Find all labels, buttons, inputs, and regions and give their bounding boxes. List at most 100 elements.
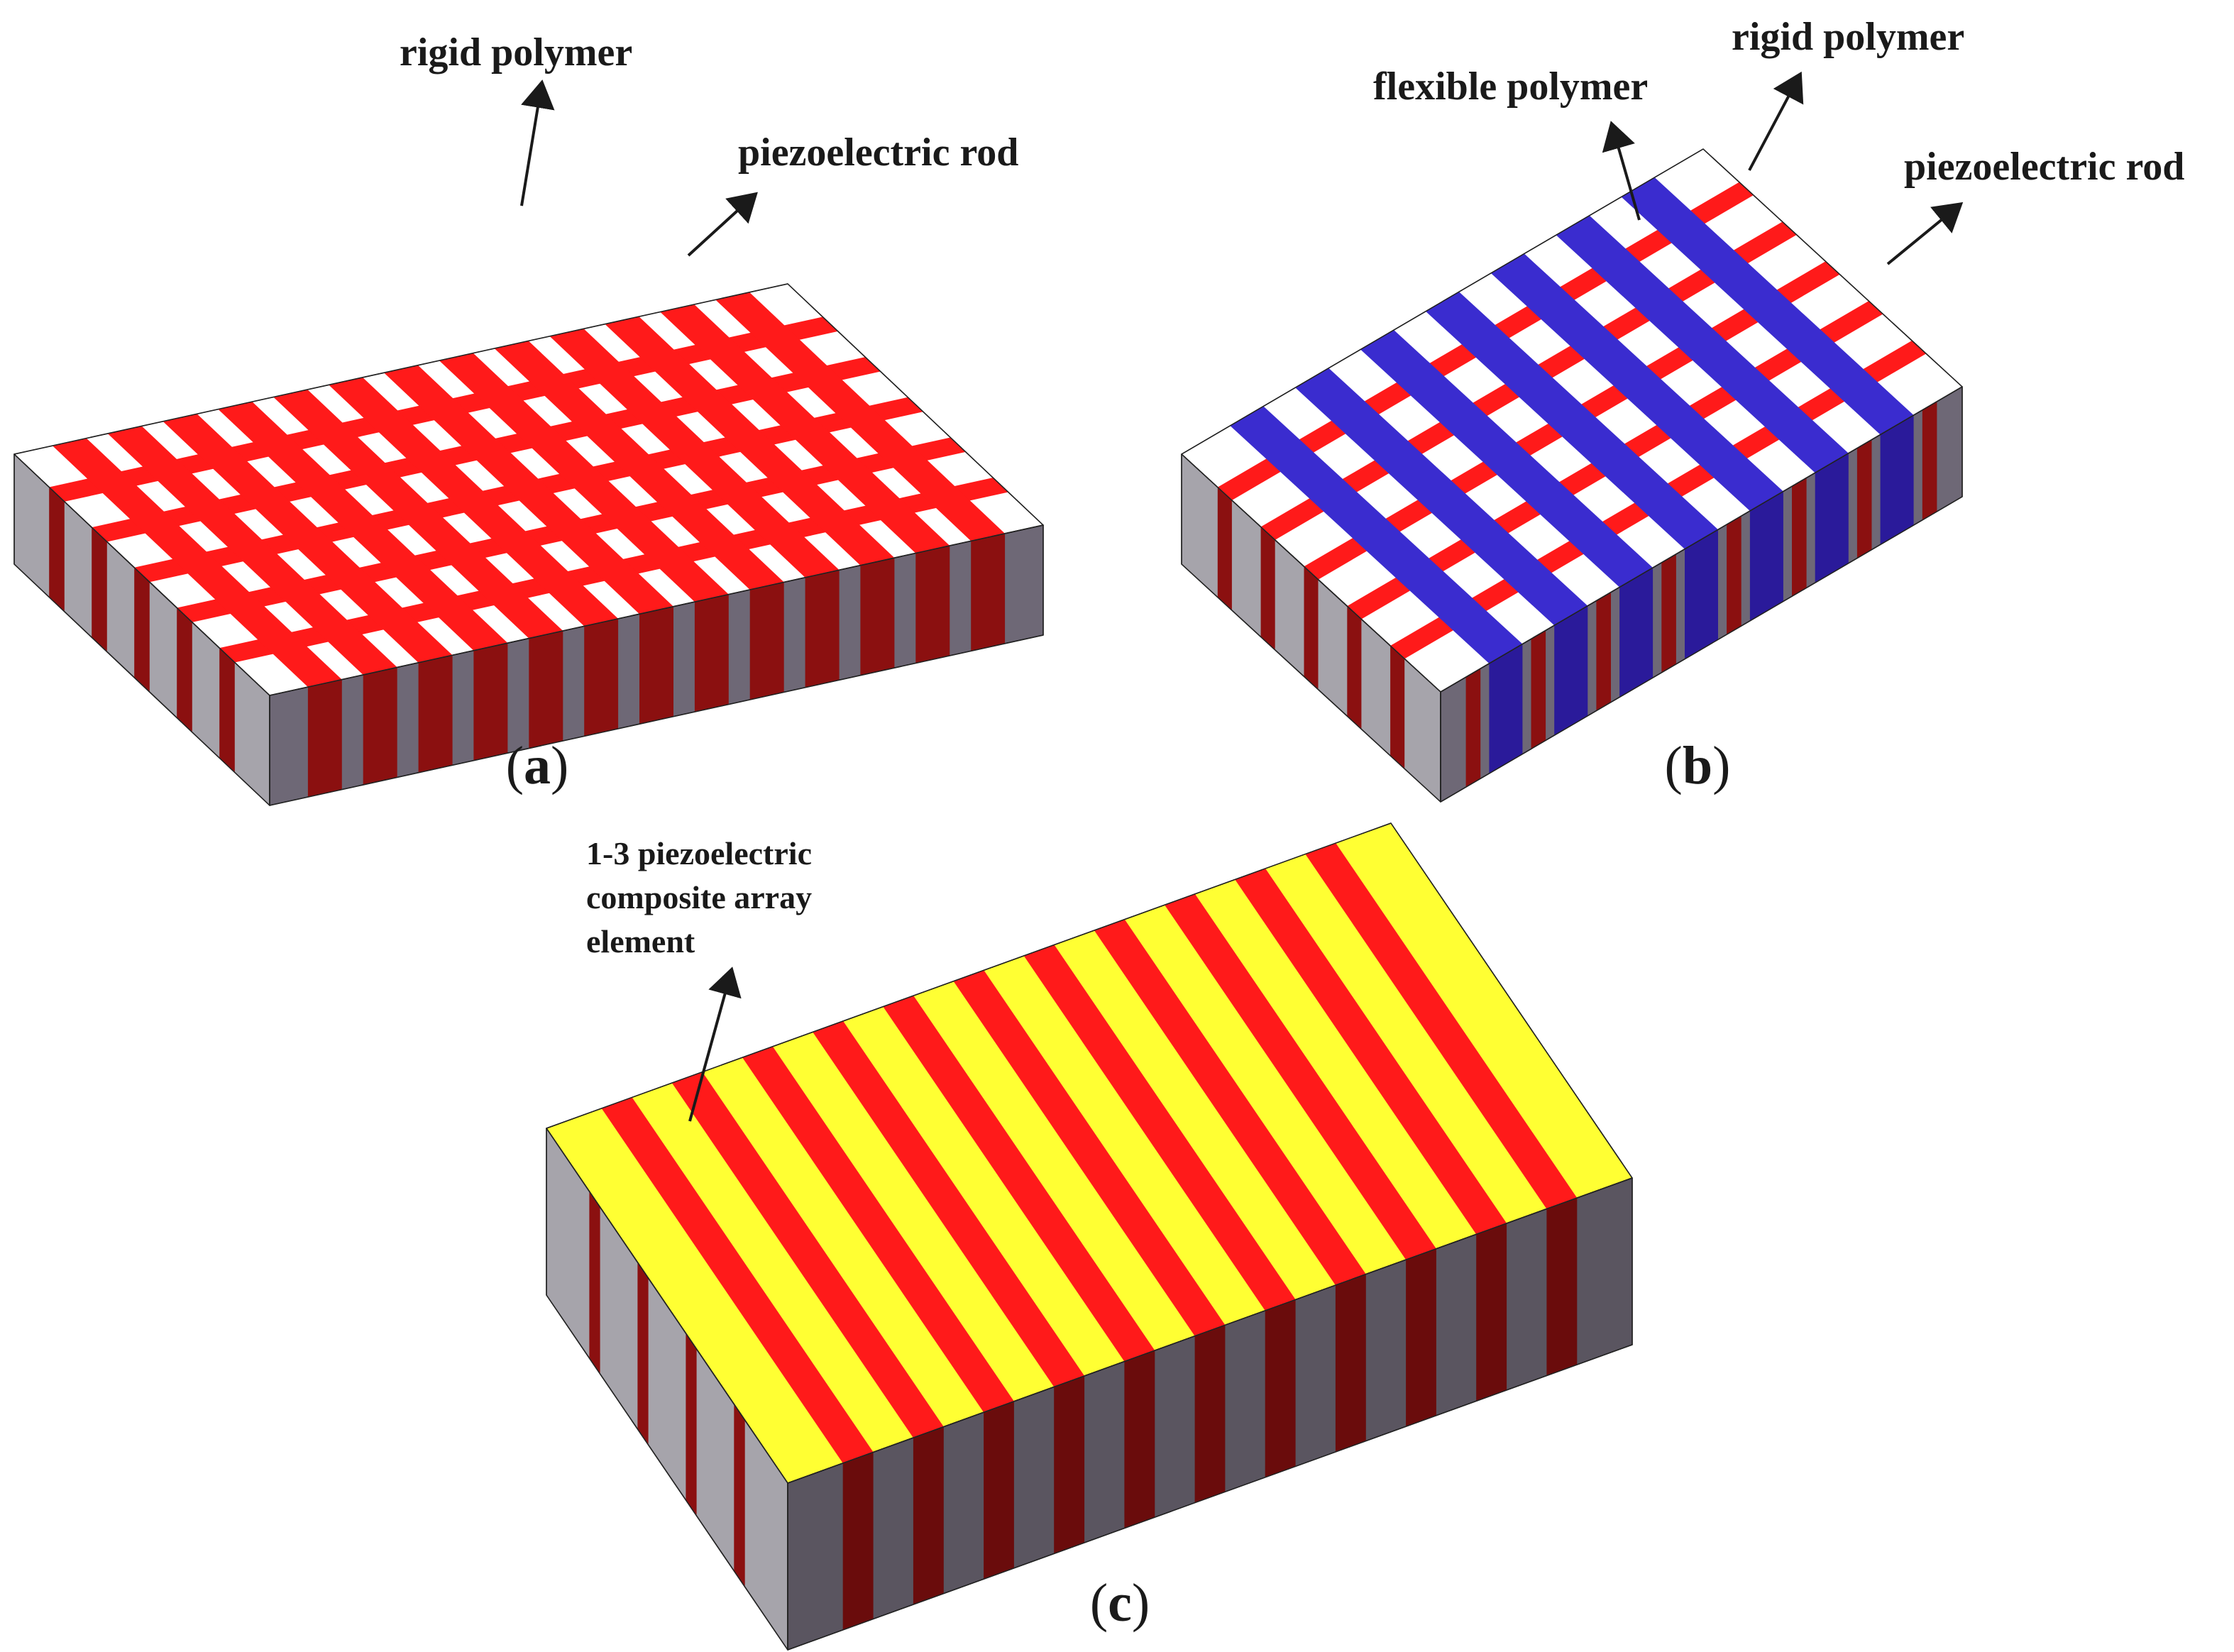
kerf-strip [1165,893,1436,1260]
kerf-strip [1023,945,1296,1311]
rigid-polymer-side-strip [805,570,840,688]
flexible-polymer-side-strip [1489,644,1523,773]
rigid-polymer-side-strip [1596,592,1611,711]
flexible-polymer-side-strip [1749,491,1783,621]
block-side-outline [1440,386,1963,803]
rigid-polymer-side-strip [584,618,619,737]
caption-b: (b) [1665,736,1731,795]
rigid-polymer-side-strip [1661,554,1676,673]
flexible-polymer-side-strip [1880,415,1914,545]
rigid-polymer-side-strip [1922,401,1937,520]
rigid-polymer-side-strip [734,1404,745,1587]
flexible-polymer-arrow [1602,121,1641,221]
rigid-polymer-side-strip [92,527,107,652]
rigid-polymer-side-strip [363,667,397,785]
kerf-side-strip [1265,1299,1296,1477]
piezoelectric-rod-label-b: piezoelectric rod [1904,145,2184,189]
kerf-strip [1305,843,1578,1209]
rigid-polymer-arrow [520,79,555,206]
rigid-polymer-side-strip [307,679,342,798]
rigid-polymer-side-strip [529,631,563,749]
flexible-polymer-strip [1295,368,1588,626]
piezoelectric-rod-arrow [687,192,758,257]
panel-c-diagram [546,822,1633,1651]
panel-b-diagram [1181,148,1963,803]
kerf-side-strip [913,1426,944,1605]
caption-a-letter: a [524,736,551,795]
rigid-polymer-side-strip [686,1333,697,1516]
kerf-side-strip [842,1452,874,1630]
flexible-polymer-side-strip [1815,453,1849,583]
rigid-polymer-strip [549,329,840,578]
rigid-polymer-strip [715,292,1006,541]
kerf-side-strip [1335,1274,1366,1453]
kerf-strip [953,970,1226,1336]
array-element-arrow [688,967,742,1122]
kerf-side-strip [1546,1198,1578,1376]
caption-a: (a) [506,736,569,795]
array-element-label-line3: element [586,923,695,959]
rigid-polymer-strip [273,390,563,639]
rigid-polymer-strip [52,438,342,688]
rigid-polymer-label-b: rigid polymer [1732,15,1964,59]
kerf-strip [601,1097,874,1463]
rigid-polymer-strip [660,304,950,554]
rigid-polymer-side-strip [694,594,729,712]
rigid-polymer-side-strip [1304,566,1319,690]
kerf-strip [1094,919,1366,1286]
rigid-polymer-side-strip [1260,527,1275,650]
flexible-polymer-side-strip [1619,568,1654,698]
rigid-polymer-strip [605,316,895,566]
flexible-polymer-strip [1556,215,1849,473]
rigid-polymer-strip [107,426,397,675]
flexible-polymer-strip [1490,253,1783,511]
rigid-polymer-side-strip [1727,516,1741,635]
rigid-polymer-side-strip [1465,668,1481,788]
rigid-polymer-side-strip [589,1191,600,1375]
caption-c-letter: c [1108,1573,1132,1633]
rigid-polymer-strip [329,377,619,627]
kerf-side-strip [1194,1325,1226,1503]
rigid-polymer-side-strip [1390,646,1405,769]
flexible-polymer-label: flexible polymer [1373,65,1648,109]
rigid-polymer-side-strip [177,607,192,732]
panel-a-annotations: rigid polymer piezoelectric rod [400,31,1018,257]
kerf-strip [813,1020,1085,1387]
rigid-polymer-side-strip [134,567,150,693]
flexible-polymer-strip [1230,406,1523,663]
rigid-polymer-side-strip [637,1262,649,1446]
piezoelectric-rod-label: piezoelectric rod [738,131,1018,175]
flexible-polymer-strip [1360,330,1654,588]
caption-b-letter: b [1683,736,1712,795]
kerf-side-strip [1476,1223,1507,1402]
rigid-polymer-side-strip [1856,439,1872,558]
rigid-polymer-side-strip [1347,606,1362,729]
rigid-polymer-side-strip [971,533,1006,651]
block-side-outline [787,1177,1633,1651]
kerf-strip [883,996,1155,1362]
flexible-polymer-strip [1621,177,1914,435]
rigid-polymer-side-strip [749,582,784,700]
flexible-polymer-side-strip [1554,605,1588,736]
kerf-strip [1235,868,1507,1235]
rigid-polymer-strip [218,402,508,651]
rigid-polymer-strip [384,365,673,615]
panel-a-diagram [13,283,1044,806]
caption-c: (c) [1090,1573,1150,1633]
block-side-outline [269,524,1044,806]
flexible-polymer-strip [1426,292,1718,549]
rigid-polymer-side-strip [49,487,65,612]
rigid-polymer-side-strip [639,606,673,725]
kerf-side-strip [984,1401,1014,1580]
rigid-polymer-side-strip [473,643,508,761]
rigid-polymer-side-strip [1792,478,1807,597]
panel-c-annotations: 1-3 piezoelectric composite array elemen… [586,835,812,1122]
rigid-polymer-side-strip [1531,630,1546,749]
flexible-polymer-side-strip [1685,529,1718,659]
kerf-side-strip [1054,1375,1085,1554]
piezoelectric-rod-arrow-b [1886,202,1964,265]
rigid-polymer-side-strip [915,546,950,663]
rigid-polymer-strip [163,414,453,663]
panel-b-annotations: flexible polymer rigid polymer piezoelec… [1373,15,2184,265]
rigid-polymer-side-strip [418,655,453,773]
